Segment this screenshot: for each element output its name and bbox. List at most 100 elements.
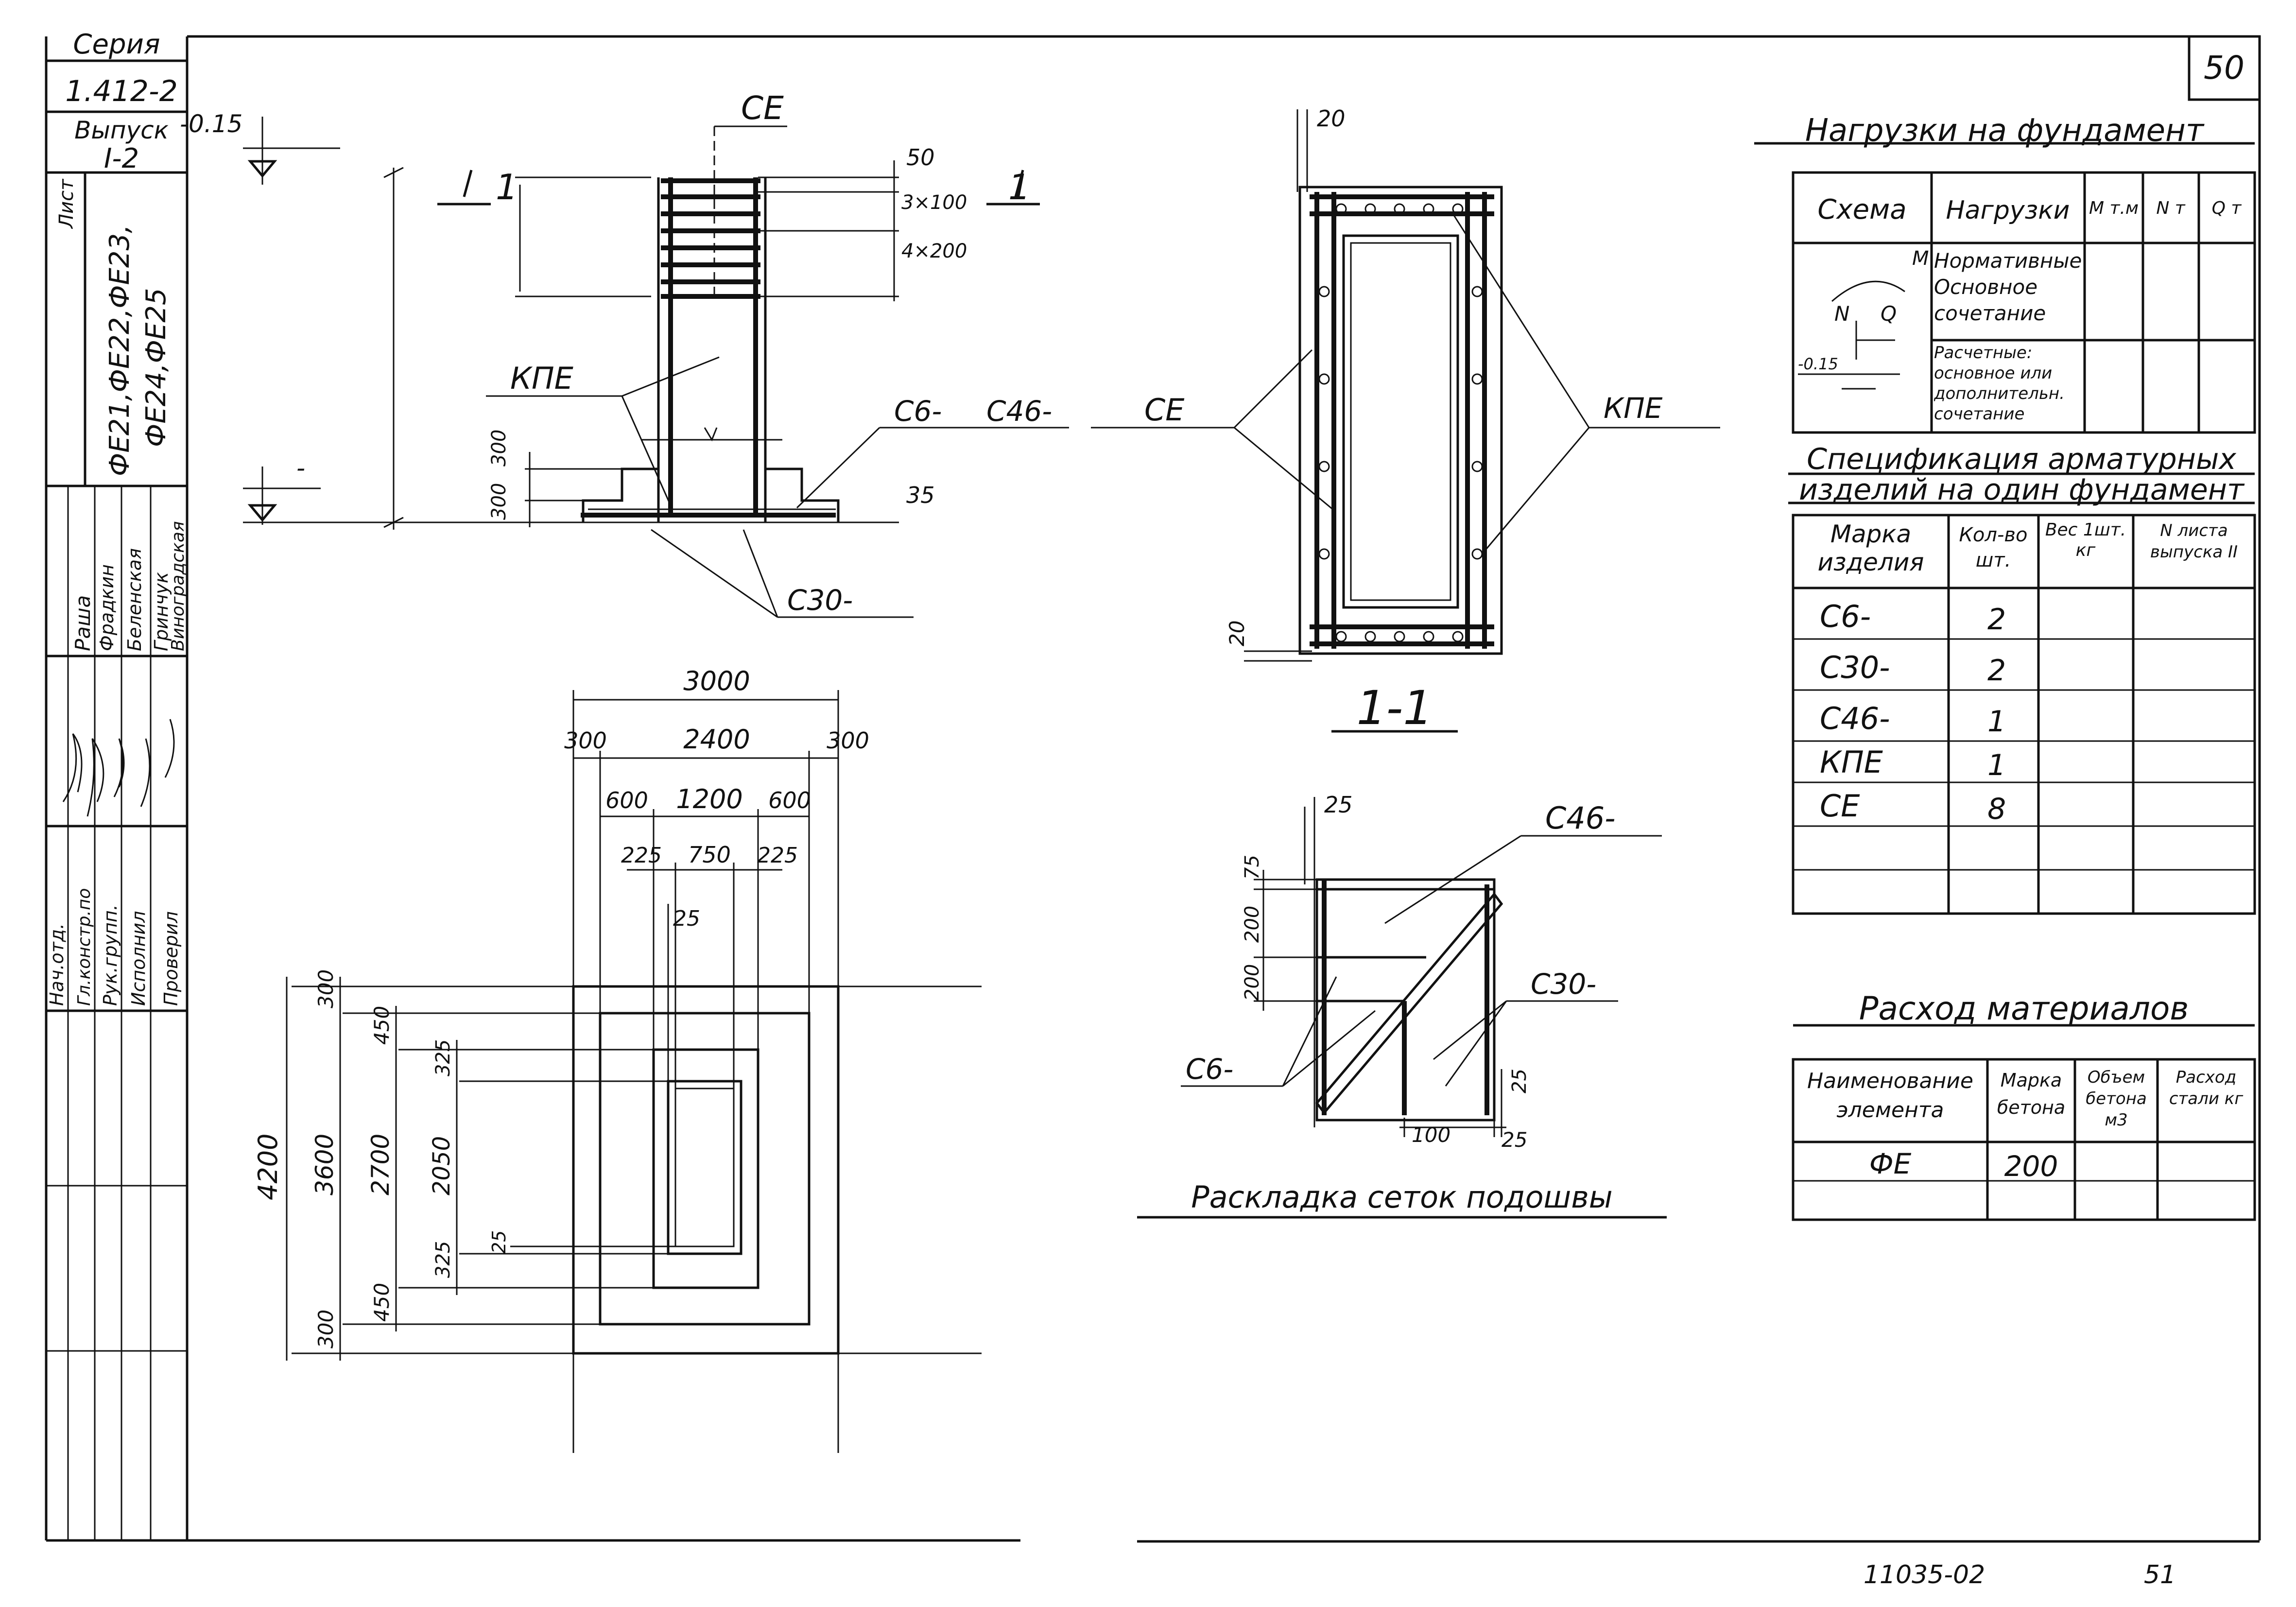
plan-dim-225-right: 225 xyxy=(757,843,798,868)
mesh-dim-200b: 200 xyxy=(1241,964,1263,1001)
stamp-seria-value: 1.412-2 xyxy=(65,74,178,108)
plan-dim-600-right: 600 xyxy=(768,787,811,813)
elev-label-kpe: КПЕ xyxy=(510,361,574,396)
plan-dim-225-left: 225 xyxy=(621,843,662,868)
plan-dim-3000: 3000 xyxy=(683,666,750,696)
loads-header-loads: Нагрузки xyxy=(1946,196,2070,225)
mesh-view xyxy=(1137,797,1667,1219)
plan-dim-325-top: 325 xyxy=(432,1039,454,1076)
elevation-view xyxy=(243,117,1069,618)
elev-label-ce: СЕ xyxy=(741,89,784,127)
spec-row-3-qty: 1 xyxy=(1987,705,2006,739)
section-dim-20-bottom: 20 xyxy=(1225,621,1249,646)
loads-table xyxy=(1754,142,2256,434)
mesh-dim-25-top: 25 xyxy=(1324,792,1353,818)
loads-scheme-n: N xyxy=(1834,302,1849,326)
spec-title-2: изделий на один фундамент xyxy=(1799,473,2245,507)
spec-header-sheet: N листа выпуска II xyxy=(2150,521,2238,562)
mesh-dim-200a: 200 xyxy=(1241,906,1263,943)
materials-row-1-grade: 200 xyxy=(2004,1150,2058,1183)
plan-dim-2400: 2400 xyxy=(683,724,750,755)
elev-dim-4x200: 4×200 xyxy=(901,240,967,262)
loads-header-m: M т.м xyxy=(2089,198,2139,218)
stamp-list-label: Лист xyxy=(55,178,78,229)
stamp-signatures xyxy=(62,719,175,817)
loads-scheme-m: M xyxy=(1912,247,1929,270)
stamp-marks-line1: ФЕ21,ФЕ22,ФЕ23, xyxy=(104,225,136,476)
mesh-dim-75: 75 xyxy=(1241,855,1263,880)
plan-dim-2050: 2050 xyxy=(428,1136,455,1195)
spec-header-qty: Кол-во шт. xyxy=(1959,524,2028,571)
elev-dim-300b: 300 xyxy=(488,483,510,520)
loads-row-normative: Нормативные. Основное сочетание xyxy=(1934,249,2082,325)
plan-view xyxy=(286,690,982,1453)
title-stamp xyxy=(46,59,187,1540)
spec-header-weight: Вес 1шт. кг xyxy=(2045,520,2126,560)
materials-header-volume: Объем бетона м3 xyxy=(2086,1068,2147,1130)
stamp-seria-label: Серия xyxy=(73,29,160,60)
stamp-role-2: Гл.констр.по xyxy=(74,888,94,1006)
plan-dim-300-top: 300 xyxy=(314,969,338,1008)
footer-code: 11035-02 xyxy=(1864,1560,1985,1590)
loads-scheme-q: Q xyxy=(1881,302,1897,326)
elev-dim-300a: 300 xyxy=(488,430,510,467)
spec-header-mark: Марка изделия xyxy=(1818,520,1924,576)
plan-dim-25-left: 25 xyxy=(488,1230,510,1254)
stamp-name-1: Фрадкин xyxy=(96,564,118,651)
plan-dim-2700: 2700 xyxy=(366,1134,395,1195)
elev-label-c6: С6- xyxy=(894,395,942,428)
plan-dim-450-top: 450 xyxy=(370,1006,394,1045)
materials-title: Расход материалов xyxy=(1859,990,2189,1027)
stamp-name-4: Виноградская xyxy=(168,521,188,651)
sheet-number: 50 xyxy=(2204,49,2244,86)
plan-dim-600-left: 600 xyxy=(605,787,648,813)
plan-dim-25-top: 25 xyxy=(673,906,700,931)
plan-dim-3600: 3600 xyxy=(311,1134,339,1195)
elev-dim-35: 35 xyxy=(906,482,935,508)
elev-section-mark-right: 1 xyxy=(1008,167,1031,207)
plan-dim-325-bottom: 325 xyxy=(432,1241,454,1278)
spec-row-1-mark: С6- xyxy=(1820,599,1871,634)
elev-level-bottom: - xyxy=(296,454,305,482)
elev-dim-3x100: 3×100 xyxy=(901,191,967,214)
spec-row-4-qty: 1 xyxy=(1987,748,2006,782)
spec-table xyxy=(1788,472,2256,915)
mesh-dim-100: 100 xyxy=(1412,1123,1450,1147)
plan-dim-300-right: 300 xyxy=(827,727,869,754)
elev-level-top: -0.15 xyxy=(180,110,242,138)
stamp-work-label: Раша xyxy=(71,595,95,651)
spec-row-2-qty: 2 xyxy=(1987,654,2006,688)
mesh-dim-25-right: 25 xyxy=(1508,1069,1531,1093)
section-view xyxy=(1091,109,1720,733)
loads-header-q: Q т xyxy=(2212,198,2242,218)
section-label-kpe: КПЕ xyxy=(1604,392,1663,425)
mesh-dim-25-bottom: 25 xyxy=(1502,1128,1527,1152)
elev-dim-50: 50 xyxy=(906,144,935,171)
stamp-name-3: Гринчук xyxy=(151,572,172,651)
plan-dim-450-bottom: 450 xyxy=(370,1283,394,1322)
plan-dim-300-bottom: 300 xyxy=(314,1310,338,1348)
stamp-marks-line2: ФЕ24,ФЕ25 xyxy=(140,288,172,448)
loads-scheme-level: -0.15 xyxy=(1798,355,1838,373)
spec-title-1: Спецификация арматурных xyxy=(1807,442,2236,476)
materials-header-steel: Расход стали кг xyxy=(2169,1068,2243,1108)
plan-dim-750: 750 xyxy=(688,842,731,868)
section-title: 1-1 xyxy=(1357,681,1433,735)
stamp-role-1: Нач.отд. xyxy=(46,923,68,1006)
plan-dim-300-left: 300 xyxy=(564,727,607,754)
mesh-label-c30: С30- xyxy=(1531,968,1596,1001)
mesh-label-c46: С46- xyxy=(1545,800,1616,836)
materials-header-name: Наименование элемента xyxy=(1807,1069,1973,1123)
elev-label-c46: С46- xyxy=(986,395,1052,428)
elev-label-c30: С30- xyxy=(787,584,853,617)
plan-dim-1200: 1200 xyxy=(676,784,742,814)
loads-header-scheme: Схема xyxy=(1817,194,1906,225)
mesh-caption: Раскладка сеток подошвы xyxy=(1191,1179,1613,1215)
stamp-vypusk-label: Выпуск xyxy=(74,116,169,144)
elev-section-mark-left: 1 xyxy=(496,167,518,207)
stamp-vypusk-value: I-2 xyxy=(104,143,139,174)
mesh-label-c6: С6- xyxy=(1186,1053,1233,1086)
materials-row-1-name: ФЕ xyxy=(1869,1147,1912,1180)
sheet-frame xyxy=(45,35,2261,1543)
